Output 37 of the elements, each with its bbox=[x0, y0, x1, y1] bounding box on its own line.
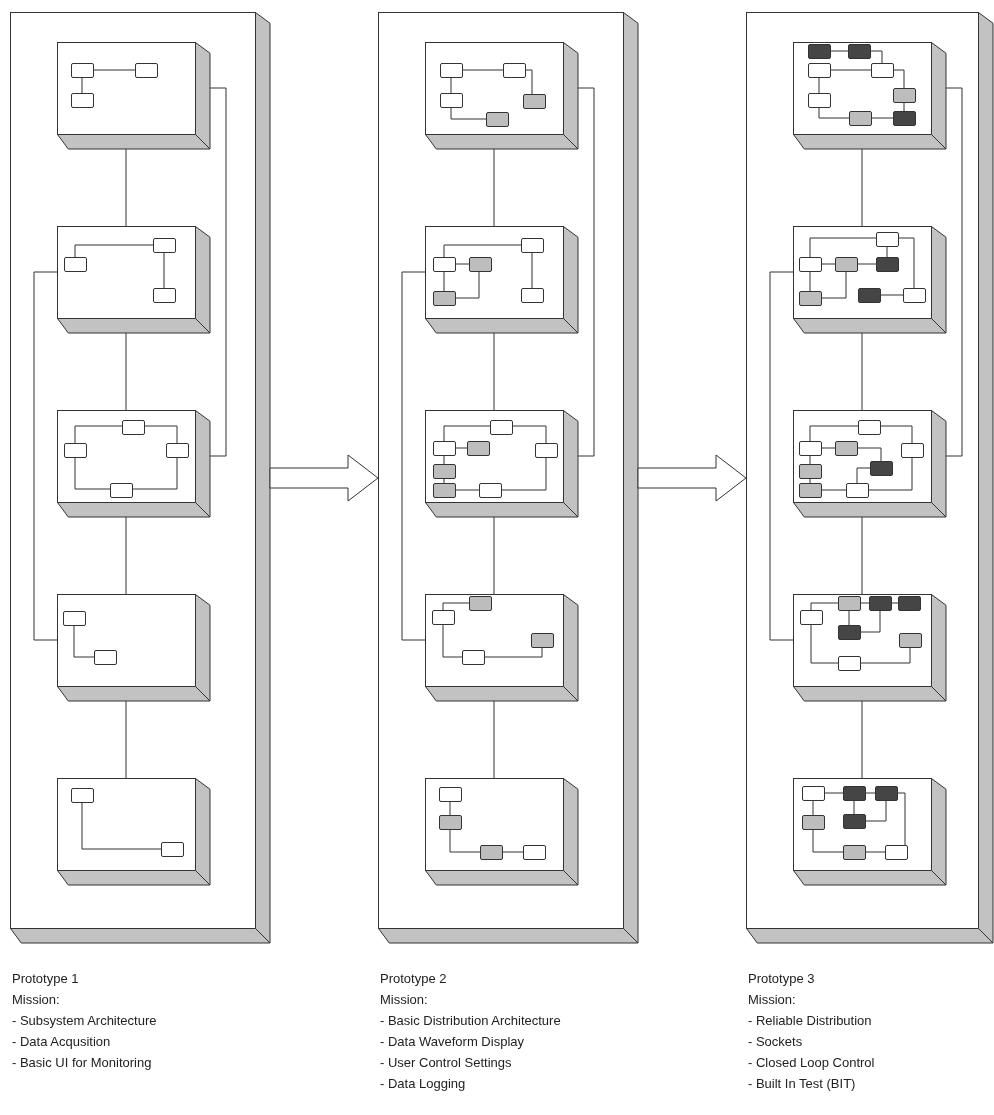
caption-line: Prototype 3 bbox=[748, 970, 816, 988]
caption-line: Mission: bbox=[380, 991, 429, 1009]
caption-line: - Sockets bbox=[748, 1033, 804, 1051]
hollow-arrow bbox=[269, 454, 379, 502]
caption-line: - Subsystem Architecture bbox=[12, 1012, 157, 1030]
caption-line: - Data Acqusition bbox=[12, 1033, 112, 1051]
caption-line: Prototype 2 bbox=[380, 970, 448, 988]
connector-line bbox=[401, 271, 426, 641]
connector-line bbox=[125, 332, 127, 411]
connector-line bbox=[125, 148, 127, 227]
connector-line bbox=[861, 148, 863, 227]
connector-line bbox=[33, 271, 58, 641]
caption-line: Mission: bbox=[12, 991, 61, 1009]
caption-line: Prototype 1 bbox=[12, 970, 80, 988]
connector-line bbox=[861, 332, 863, 411]
connector-line bbox=[493, 148, 495, 227]
connector-line bbox=[769, 271, 794, 641]
caption-line: - Data Waveform Display bbox=[380, 1033, 525, 1051]
caption-line: Mission: bbox=[748, 991, 797, 1009]
caption-line: - Closed Loop Control bbox=[748, 1054, 875, 1072]
caption-line: - Built In Test (BIT) bbox=[748, 1075, 857, 1093]
caption-line: - Basic Distribution Architecture bbox=[380, 1012, 561, 1030]
connector-line bbox=[209, 87, 227, 457]
caption-line: - User Control Settings bbox=[380, 1054, 513, 1072]
connector-line bbox=[493, 516, 495, 595]
caption-line: - Reliable Distribution bbox=[748, 1012, 873, 1030]
connector-line bbox=[493, 332, 495, 411]
hollow-arrow bbox=[637, 454, 747, 502]
connector-line bbox=[861, 700, 863, 779]
connector-line bbox=[945, 87, 963, 457]
connector-line bbox=[861, 516, 863, 595]
connector-line bbox=[125, 516, 127, 595]
connector-line bbox=[577, 87, 595, 457]
caption-line: - Data Logging bbox=[380, 1075, 467, 1093]
connector-line bbox=[125, 700, 127, 779]
connector-line bbox=[493, 700, 495, 779]
caption-line: - Basic UI for Monitoring bbox=[12, 1054, 153, 1072]
